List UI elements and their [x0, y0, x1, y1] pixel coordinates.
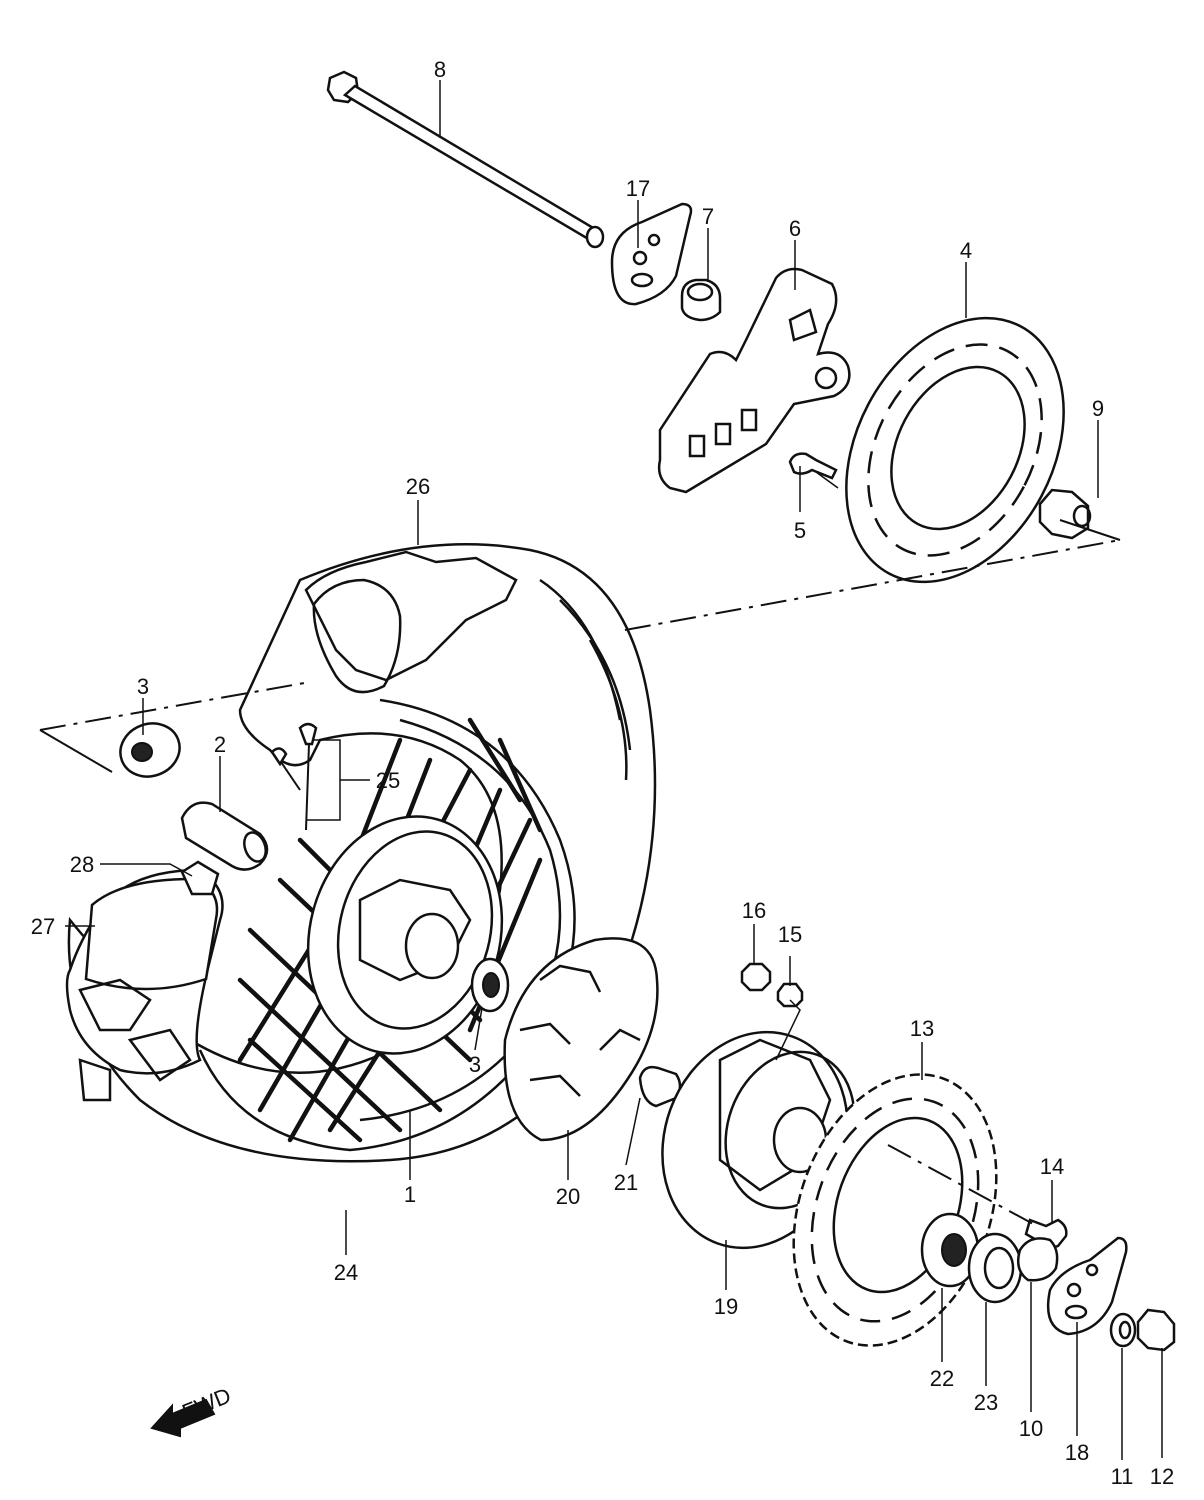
assembly-lines [39, 519, 1121, 1226]
forward-arrow-icon [150, 1398, 216, 1438]
callout-22: 22 [930, 1366, 954, 1391]
callout-4: 4 [960, 238, 972, 263]
oil-seal-part [967, 1232, 1023, 1304]
callout-13: 13 [910, 1016, 934, 1041]
callout-12: 12 [1150, 1464, 1174, 1489]
wheel-hub-part [306, 815, 504, 1055]
disc-bolt-part [788, 452, 838, 480]
rim-strip-part [180, 860, 220, 896]
callout-10: 10 [1019, 1416, 1043, 1441]
spacer-10-part [1017, 1237, 1059, 1282]
tire-part [67, 543, 657, 1163]
direction-marker: FWD [150, 1383, 235, 1438]
damper-part [503, 937, 659, 1142]
spacer-part [680, 278, 722, 322]
callout-14: 14 [1040, 1154, 1064, 1179]
callout-15: 15 [778, 922, 802, 947]
collar-part [638, 1065, 682, 1108]
callout-1: 1 [404, 1182, 416, 1207]
washer-11-part [1109, 1312, 1137, 1348]
axle-nut-part [1136, 1308, 1176, 1352]
callout-28: 28 [70, 852, 94, 877]
right-chain-adjuster-part [1046, 1236, 1128, 1336]
axle-part [326, 70, 605, 249]
leader-lines [65, 80, 1163, 1460]
callout-23: 23 [974, 1390, 998, 1415]
callout-5: 5 [794, 518, 806, 543]
spacer-tube-part [180, 801, 269, 871]
bearing-left-part [119, 722, 181, 778]
callout-3-right: 3 [469, 1052, 481, 1077]
direction-marker-label: FWD [179, 1383, 235, 1425]
callout-26: 26 [406, 474, 430, 499]
callout-labels: 8 17 7 6 4 9 5 26 3 2 25 28 27 3 1 24 20… [31, 57, 1174, 1489]
disc-nut-part [1038, 488, 1092, 540]
callout-20: 20 [556, 1184, 580, 1209]
callout-19: 19 [714, 1294, 738, 1319]
callout-18: 18 [1065, 1440, 1089, 1465]
caliper-bracket-part [657, 267, 851, 494]
callout-9: 9 [1092, 396, 1104, 421]
callout-7: 7 [702, 204, 714, 229]
callout-6: 6 [789, 216, 801, 241]
bearing-right-part [470, 957, 510, 1013]
callout-25: 25 [376, 768, 400, 793]
brake-disc-part [845, 316, 1065, 584]
callout-2: 2 [214, 732, 226, 757]
callout-16: 16 [742, 898, 766, 923]
tube-part [65, 868, 224, 1102]
callout-24: 24 [334, 1260, 358, 1285]
valve-part [270, 722, 318, 831]
callout-11: 11 [1111, 1464, 1134, 1489]
callout-8: 8 [434, 57, 446, 82]
bearing-22-part [920, 1212, 980, 1288]
left-chain-adjuster-part [610, 202, 693, 306]
callout-17: 17 [626, 176, 650, 201]
sprocket-nut-part [740, 962, 772, 992]
callout-27: 27 [31, 914, 55, 939]
washer-part [776, 982, 804, 1008]
callout-21: 21 [614, 1170, 638, 1195]
callout-3-left: 3 [137, 674, 149, 699]
